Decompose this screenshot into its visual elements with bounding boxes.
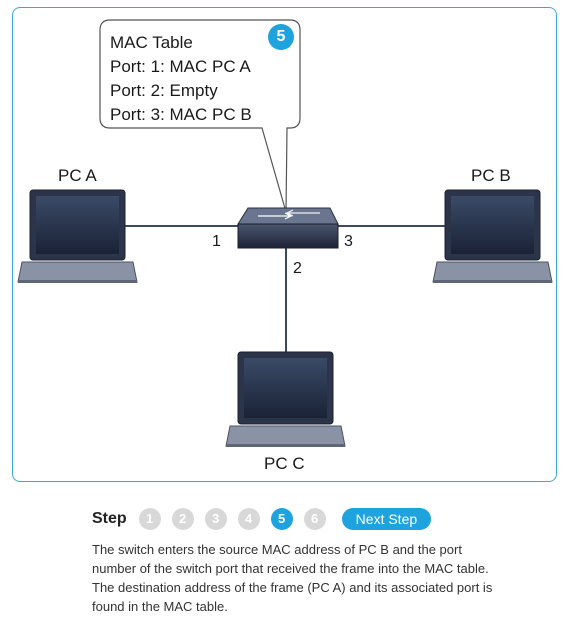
laptop-pc-c-icon [225,351,346,447]
step-4-button[interactable]: 4 [237,508,260,530]
next-step-button[interactable]: Next Step [341,508,432,530]
mac-table-title: MAC Table [110,33,193,52]
network-topology [17,19,553,447]
mac-table-row-1: Port: 1: MAC PC A [110,57,251,76]
step-1-button[interactable]: 1 [138,508,161,530]
step-navigation: Step 1 2 3 4 5 6 Next Step [92,507,432,531]
laptop-pc-b-icon [432,189,553,283]
pc-b-label: PC B [471,166,511,185]
pc-a-label: PC A [58,166,97,185]
step-label: Step [92,510,127,527]
port-2-label: 2 [293,260,302,277]
step-5-button[interactable]: 5 [270,508,293,530]
pc-c-label: PC C [264,454,305,473]
step-3-button[interactable]: 3 [204,508,227,530]
laptop-pc-a-icon [17,189,138,283]
mac-table-row-3: Port: 3: MAC PC B [110,105,252,124]
step-6-button[interactable]: 6 [303,508,326,530]
port-1-label: 1 [212,233,221,250]
diagram-frame [12,7,557,482]
mac-table-row-2: Port: 2: Empty [110,81,218,100]
port-3-label: 3 [344,233,353,250]
step-description: The switch enters the source MAC address… [92,542,493,614]
mac-table-callout [99,19,301,213]
step-2-button[interactable]: 2 [171,508,194,530]
switch-icon [237,207,339,249]
step-badge: 5 [268,24,294,50]
